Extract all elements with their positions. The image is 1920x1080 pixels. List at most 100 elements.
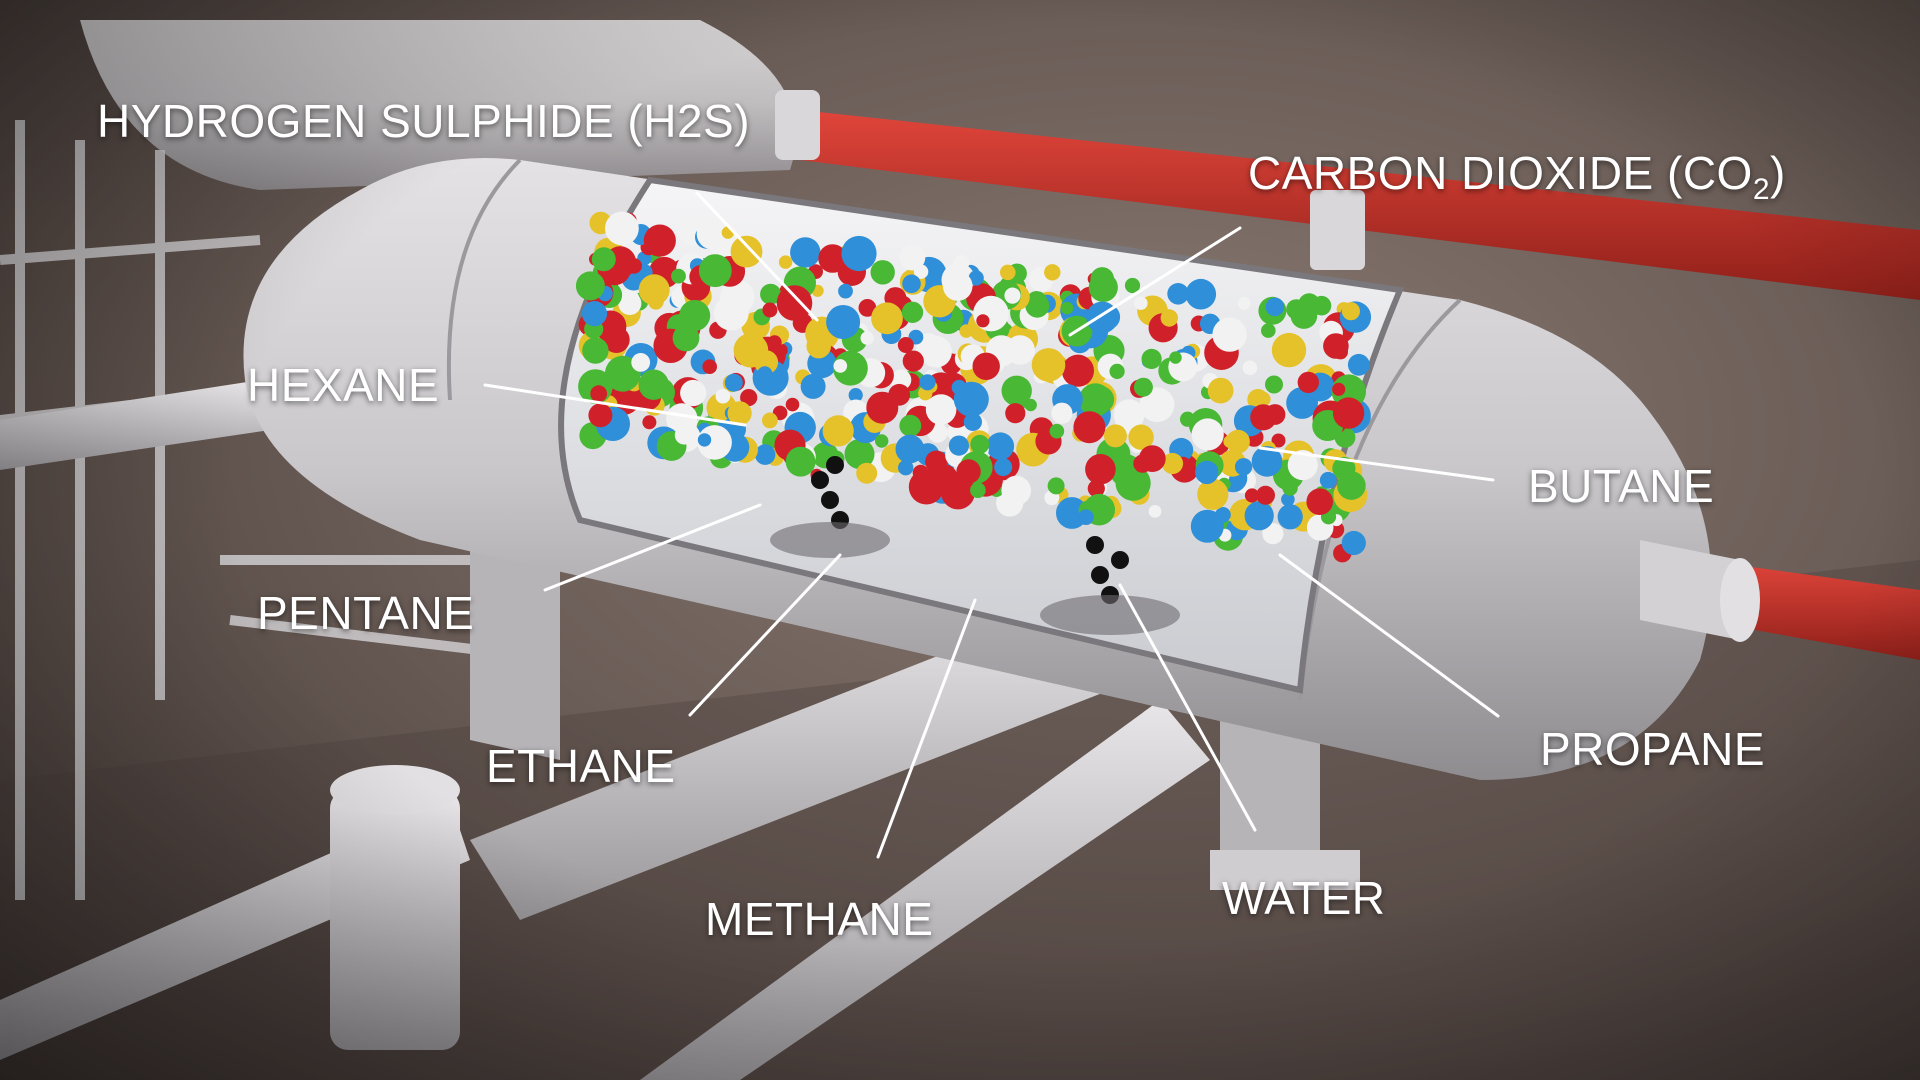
molecule-sphere [1195,460,1219,485]
molecule-sphere [698,254,732,288]
molecule-sphere [1148,505,1162,518]
molecule-sphere [1337,471,1366,500]
molecule-sphere [1051,402,1073,424]
label-text: METHANE [705,893,934,945]
molecule-sphere [858,299,877,317]
molecule-sphere [1271,433,1286,448]
label-hexane: HEXANE [247,362,439,408]
molecule-sphere [901,301,924,323]
molecule-sphere [1191,418,1224,451]
molecule-sphere [1161,452,1184,475]
label-text: PROPANE [1540,723,1766,775]
water-droplet [1111,551,1129,569]
molecule-sphere [1026,291,1048,312]
molecule-sphere [757,366,773,382]
molecule-sphere [1113,399,1145,431]
molecule-sphere [899,244,926,271]
molecule-sphere [1185,278,1217,310]
molecule-sphere [1277,504,1303,530]
molecule-sphere [588,403,613,428]
molecule-sphere [1244,501,1274,531]
molecule-sphere [1242,360,1258,376]
label-carbon-dioxide: CARBON DIOXIDE (CO2) [1248,150,1786,205]
molecule-sphere [1060,301,1074,315]
molecule-sphere [591,247,616,272]
molecule-sphere [1024,398,1037,412]
molecule-sphere [1234,458,1253,476]
molecule-sphere [575,271,605,301]
molecule-sphere [895,434,925,464]
molecule-sphere [680,379,707,407]
leader-lines [483,191,1500,859]
molecule-sphere [790,237,821,268]
water-droplet [1086,536,1104,554]
molecule-sphere [866,391,899,424]
molecule-sphere [838,283,853,299]
molecule-sphere [902,274,921,294]
molecule-sphere [822,415,854,447]
molecule-sphere [1251,446,1283,477]
molecule-sphere [785,446,816,477]
molecule-sphere [1341,302,1360,321]
molecule-sphere [899,414,922,437]
molecule-sphere [1088,272,1118,302]
molecule-sphere [1109,363,1125,379]
molecule-sphere [1004,287,1021,304]
molecule-sphere [976,314,990,328]
molecule-sphere [1087,386,1115,413]
water-droplet [811,471,829,489]
molecule-sphere [908,469,945,505]
molecule-sphere [702,359,717,375]
molecule-sphere [1347,353,1370,376]
molecule-sphere [1341,530,1366,556]
molecule-sphere [727,401,752,426]
molecule-sphere [925,394,957,425]
molecule-sphere [713,295,749,331]
molecule-sphere [590,385,608,403]
label-text: BUTANE [1528,460,1715,512]
molecule-sphere [1138,445,1166,472]
water-droplet [821,491,839,509]
molecule-sphere [970,482,986,499]
molecule-sphere [959,324,974,338]
leader-butane [1258,446,1495,482]
molecule-sphere [1237,297,1251,310]
vessel-support-left [470,520,560,760]
molecule-sphere [902,350,924,372]
molecule-sphere [1169,351,1182,364]
molecule-sphere [860,331,874,345]
leader-water [1118,583,1257,832]
molecule-sphere [833,359,848,373]
molecule-sphere [972,352,1000,380]
label-butane: BUTANE [1528,463,1714,509]
molecule-sphere [724,373,743,392]
molecule-sphere [1047,477,1065,495]
molecule-sphere [1049,423,1065,439]
molecule-sphere [898,460,914,476]
water-droplet [826,456,844,474]
molecule-sphere [1167,283,1189,305]
molecule-sphere [762,302,778,318]
molecule-sphere [697,433,712,447]
molecule-sphere [581,301,608,327]
molecule-sphere [963,412,983,431]
molecule-sphere [806,333,831,359]
molecule-sphere [778,255,793,269]
molecule-sphere [1141,348,1162,369]
label-hydrogen-sulphide: HYDROGEN SULPHIDE (H2S) [97,98,750,144]
label-text: PENTANE [257,587,475,639]
molecule-sphere [856,462,878,484]
molecule-sphere [1031,348,1066,382]
small-vertical-vessel [330,765,460,1050]
molecule-sphere [638,274,670,306]
molecule-sphere [1001,475,1031,506]
molecule-sphere [767,335,782,350]
molecule-sphere [1290,302,1318,329]
molecule-sphere [1044,264,1061,281]
molecule-sphere [730,235,763,268]
background-vessel [80,20,796,190]
label-text: ETHANE [486,740,676,792]
molecule-sphere [1271,332,1307,368]
molecule-sphere [760,283,782,305]
